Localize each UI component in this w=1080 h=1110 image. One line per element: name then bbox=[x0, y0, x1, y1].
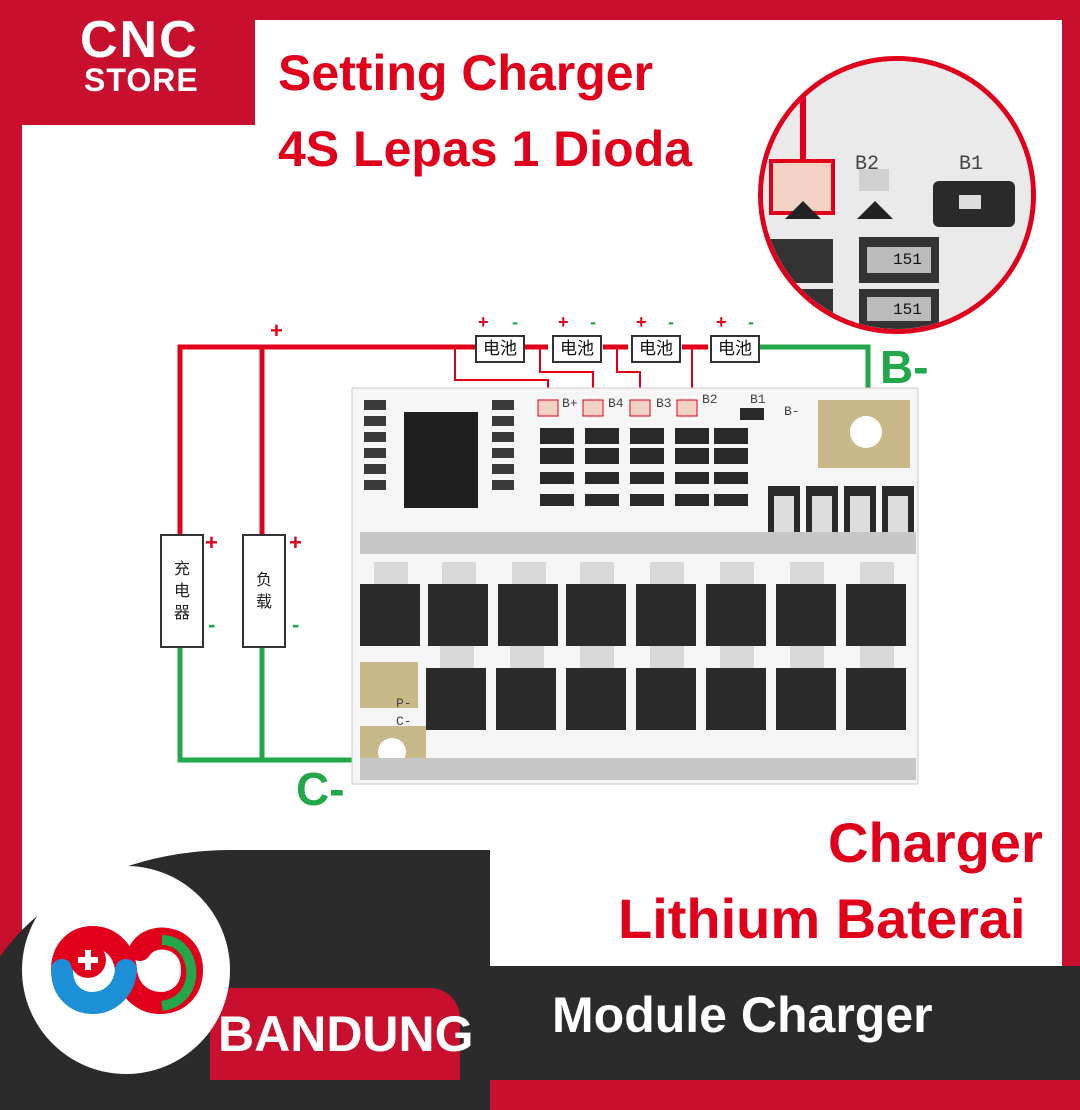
brand-logo-tab: CNC STORE bbox=[0, 0, 255, 125]
battery-cell-3: 电池 bbox=[631, 335, 681, 363]
charger-minus: - bbox=[208, 612, 216, 637]
city-label: BANDUNG bbox=[218, 1006, 474, 1062]
load-plus: + bbox=[289, 530, 302, 555]
cell-3-plus: + bbox=[636, 312, 647, 332]
city-badge bbox=[210, 988, 460, 1080]
battery-cell-4: 电池 bbox=[710, 335, 760, 363]
zoom-resistor-label: 151 bbox=[893, 301, 922, 319]
tagline-line2: Lithium Baterai bbox=[618, 887, 1026, 950]
charger-char: 充 bbox=[173, 559, 190, 578]
zoom-board-illustration bbox=[763, 61, 1031, 329]
pin-label-c-minus: C- bbox=[396, 714, 412, 729]
bms-board bbox=[351, 387, 919, 785]
cell-4-plus: + bbox=[716, 312, 727, 332]
pin-label-p-minus: P- bbox=[396, 696, 412, 711]
load-char: 负 bbox=[255, 570, 272, 589]
negative-wires bbox=[177, 344, 871, 763]
cell-2-minus: - bbox=[590, 312, 596, 332]
cell-1-plus: + bbox=[478, 312, 489, 332]
pin-label-b-plus: B+ bbox=[562, 396, 578, 411]
b-minus-label: B- bbox=[880, 341, 929, 393]
cell-3-minus: - bbox=[668, 312, 674, 332]
tagline-line1: Charger bbox=[828, 811, 1043, 874]
logo-text-cnc: CNC bbox=[80, 11, 199, 69]
cell-2-plus: + bbox=[558, 312, 569, 332]
wiring-diagram bbox=[177, 344, 919, 785]
zoom-pin-b1: B1 bbox=[959, 153, 984, 176]
footer-label: Module Charger bbox=[552, 987, 933, 1043]
pin-label-b1: B1 bbox=[750, 392, 766, 407]
zoom-detail-circle: B2 B1 151 151 bbox=[758, 56, 1036, 334]
headline-line1: Setting Charger bbox=[278, 45, 654, 101]
c-minus-label: C- bbox=[296, 763, 345, 815]
battery-cell-1: 电池 bbox=[475, 335, 525, 363]
zoom-resistor-label: 151 bbox=[893, 251, 922, 269]
battery-cell-2: 电池 bbox=[552, 335, 602, 363]
pin-label-b2: B2 bbox=[702, 392, 718, 407]
main-plus: + bbox=[270, 318, 283, 343]
charger-char: 器 bbox=[173, 603, 190, 622]
pin-label-b3: B3 bbox=[656, 396, 672, 411]
load-minus: - bbox=[292, 612, 300, 637]
charger-plus: + bbox=[205, 530, 218, 555]
charger-box: 充 电 器 bbox=[160, 534, 204, 648]
load-char: 载 bbox=[255, 592, 272, 611]
infinity-logo-icon bbox=[51, 926, 204, 1014]
logo-text-store: STORE bbox=[84, 62, 199, 98]
charger-char: 电 bbox=[173, 581, 190, 600]
headline-line2: 4S Lepas 1 Dioda bbox=[278, 121, 693, 177]
cell-1-minus: - bbox=[512, 312, 518, 332]
cell-4-minus: - bbox=[748, 312, 754, 332]
pin-label-b-minus: B- bbox=[784, 404, 800, 419]
zoom-pin-b2: B2 bbox=[855, 153, 880, 176]
brand-circle-logo bbox=[22, 866, 230, 1074]
positive-wires bbox=[177, 344, 708, 540]
pin-label-b4: B4 bbox=[608, 396, 624, 411]
bottom-dark-bar bbox=[440, 966, 1080, 1080]
load-box: 负 载 bbox=[242, 534, 286, 648]
